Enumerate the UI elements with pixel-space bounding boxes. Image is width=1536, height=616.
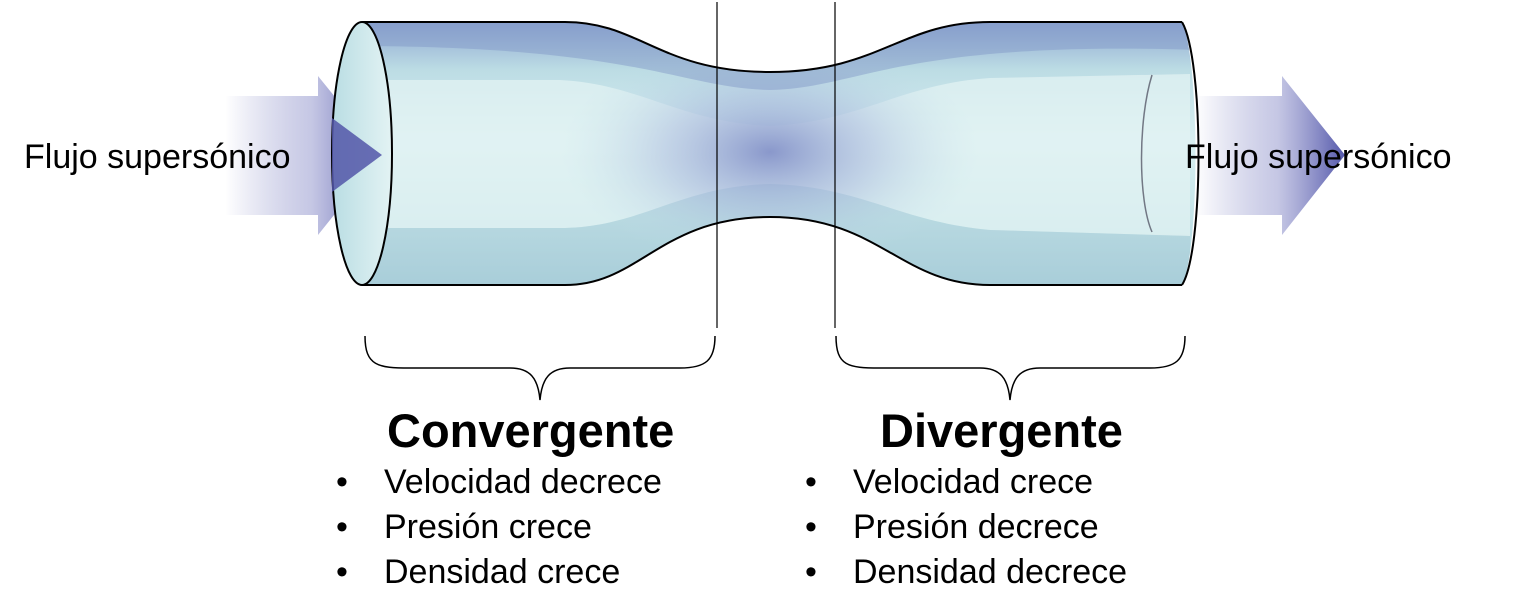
convergent-properties: • Velocidad decrece • Presión crece • Densi… xyxy=(336,460,662,595)
inlet-flow-label: Flujo supersónico xyxy=(24,138,291,176)
convergent-velocity: Velocidad decrece xyxy=(384,463,662,501)
divergent-density: Densidad decrece xyxy=(853,553,1128,591)
list-item: • Velocidad decrece xyxy=(336,460,662,505)
convergent-brace xyxy=(364,335,716,401)
bullet-icon: • xyxy=(805,553,817,591)
divergent-title: Divergente xyxy=(880,404,1123,457)
divergent-pressure: Presión decrece xyxy=(853,508,1099,546)
bullet-icon: • xyxy=(336,508,348,546)
list-item: • Densidad crece xyxy=(336,550,662,595)
list-item: • Densidad decrece xyxy=(805,550,1127,595)
outlet-arrow-icon xyxy=(1195,76,1345,235)
list-item: • Velocidad crece xyxy=(805,460,1127,505)
divergent-properties: • Velocidad crece • Presión decrece • Densi… xyxy=(805,460,1127,595)
divergent-velocity: Velocidad crece xyxy=(853,463,1094,501)
convergent-density: Densidad crece xyxy=(384,553,621,591)
list-item: • Presión decrece xyxy=(805,505,1127,550)
bullet-icon: • xyxy=(336,553,348,591)
convergent-pressure: Presión crece xyxy=(384,508,592,546)
outlet-flow-label: Flujo supersónico xyxy=(1185,138,1452,176)
bullet-icon: • xyxy=(336,463,348,501)
nozzle-body xyxy=(331,21,1200,286)
bullet-icon: • xyxy=(805,508,817,546)
list-item: • Presión crece xyxy=(336,505,662,550)
bullet-icon: • xyxy=(805,463,817,501)
convergent-title: Convergente xyxy=(387,404,675,457)
divergent-brace xyxy=(835,335,1186,401)
